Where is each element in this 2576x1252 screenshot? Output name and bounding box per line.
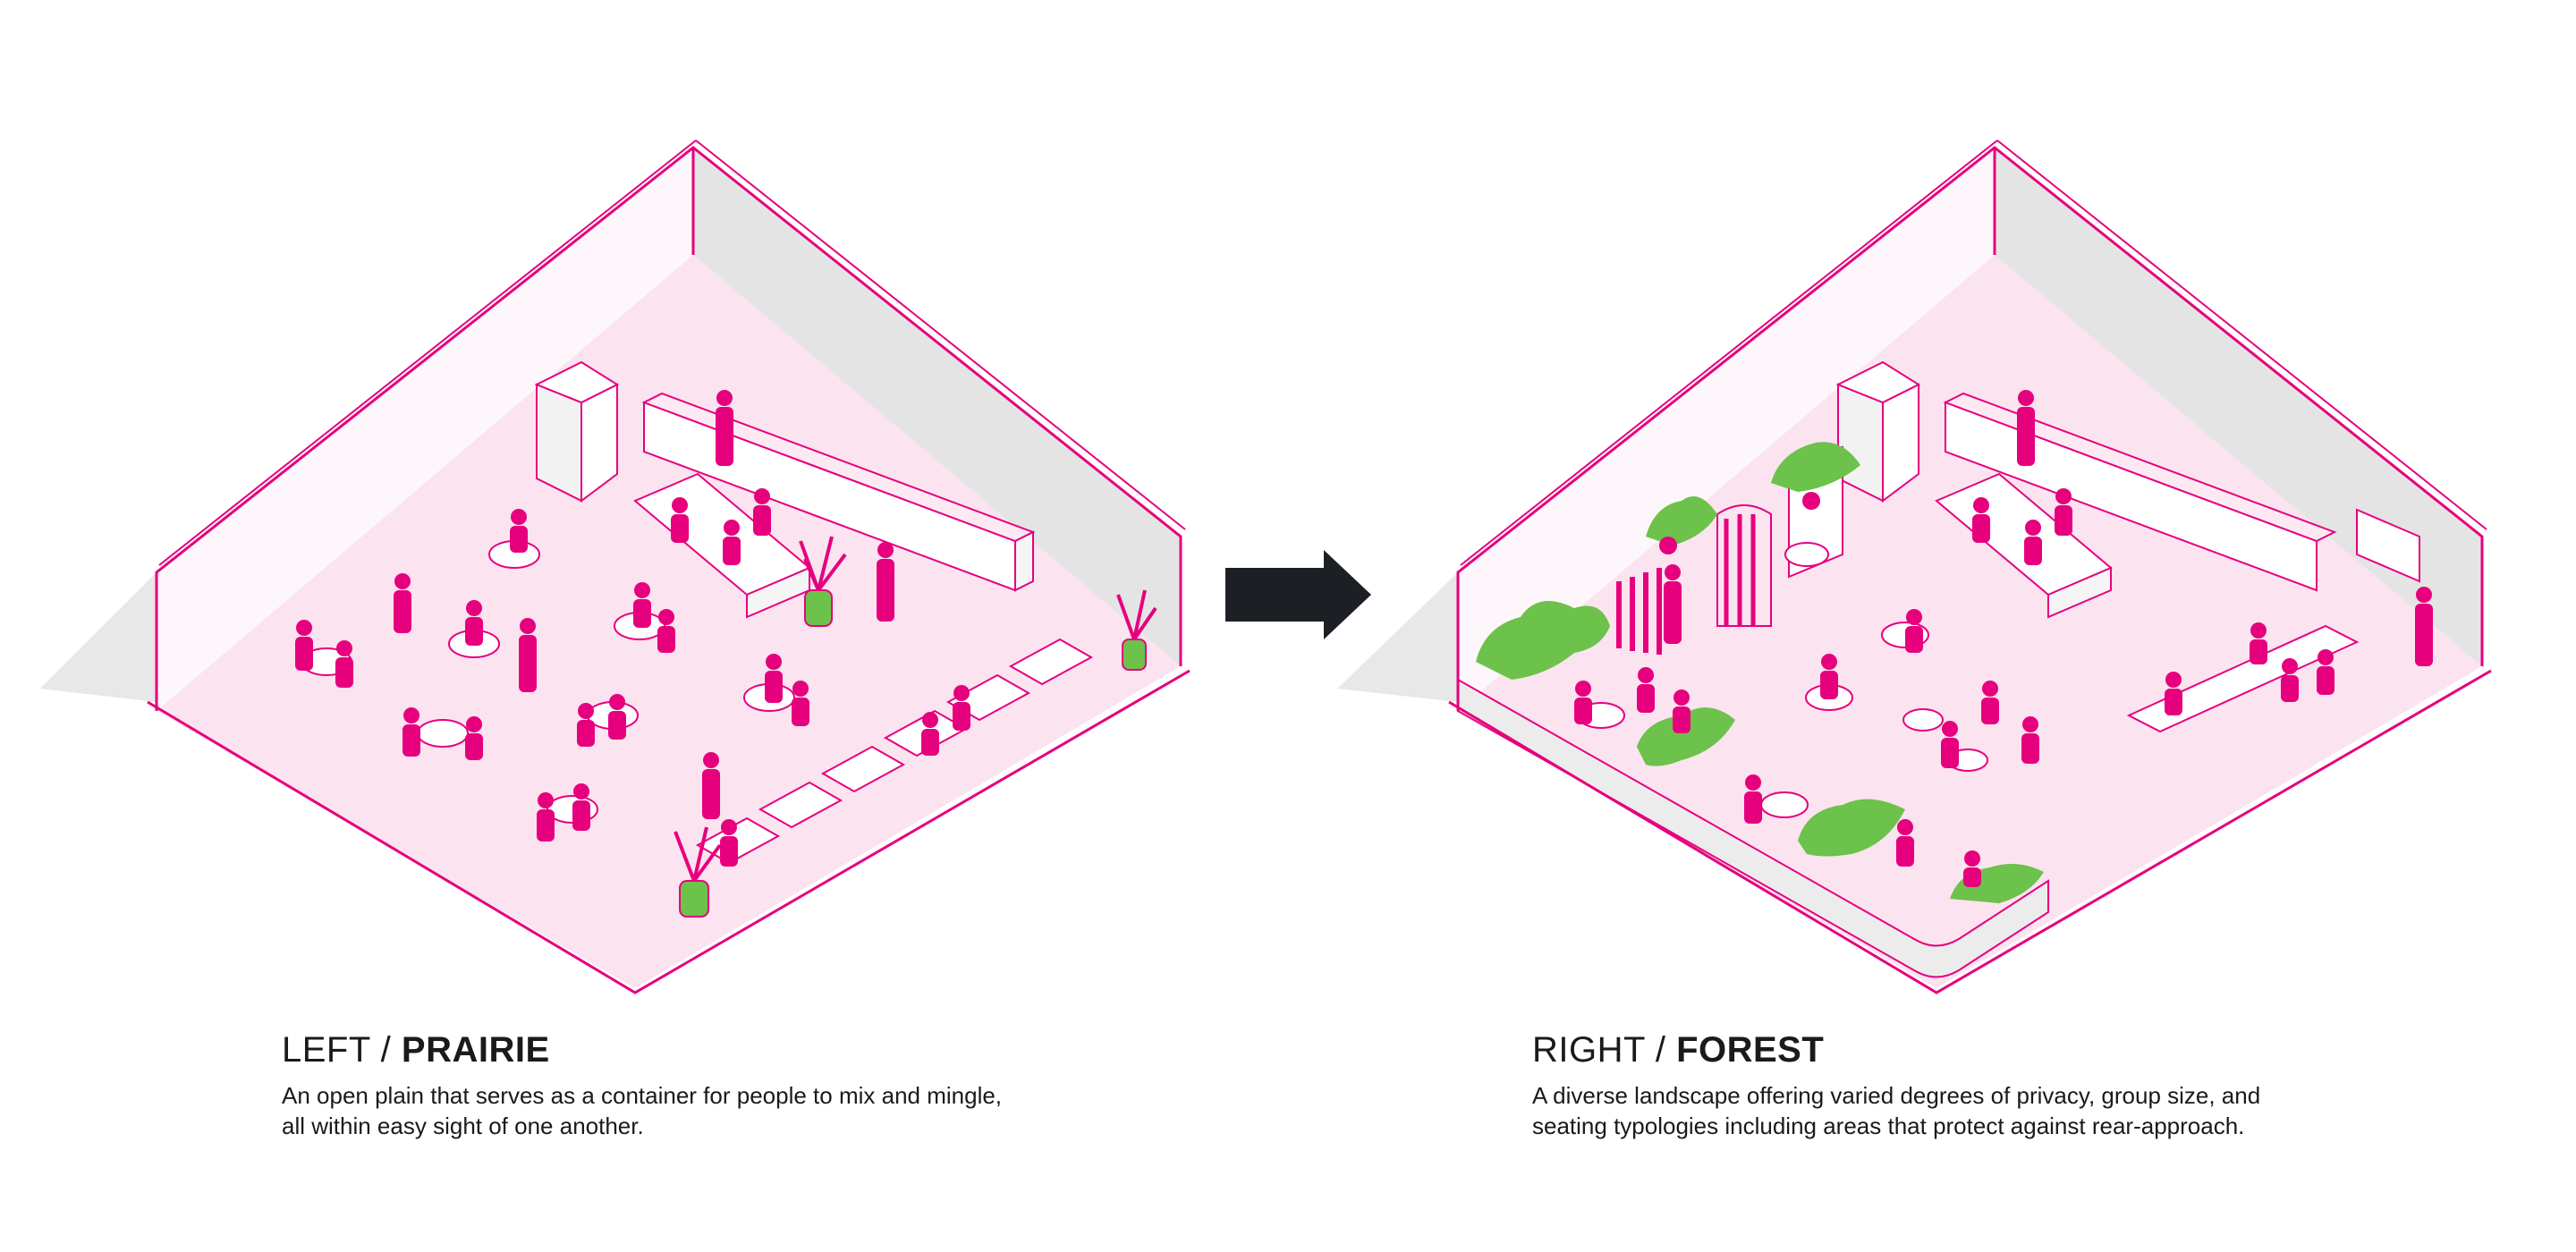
forest-title-prefix: RIGHT /: [1532, 1030, 1677, 1070]
prairie-back-wall: [693, 148, 1181, 666]
prairie-caption: LEFT / PRAIRIE An open plain that serves…: [282, 1028, 1087, 1141]
forest-title-name: FOREST: [1676, 1030, 1825, 1070]
prairie-wall-outline: [147, 140, 1191, 994]
prairie-kitchen: [534, 360, 1036, 592]
prairie-title-name: PRAIRIE: [401, 1030, 550, 1070]
forest-description-line-2: seating typologies including areas that …: [1532, 1112, 2245, 1139]
prairie-description: An open plain that serves as a container…: [282, 1080, 1087, 1141]
forest-caption: RIGHT / FOREST A diverse landscape offer…: [1532, 1028, 2337, 1141]
prairie-shadow: [40, 572, 157, 702]
prairie-description-line-1: An open plain that serves as a container…: [282, 1082, 1003, 1109]
prairie-title: LEFT / PRAIRIE: [282, 1028, 1087, 1071]
forest-description: A diverse landscape offering varied degr…: [1532, 1080, 2337, 1141]
prairie-description-line-2: all within easy sight of one another.: [282, 1112, 644, 1139]
prairie-title-prefix: LEFT /: [282, 1030, 402, 1070]
prairie-plants: [674, 536, 1157, 918]
forest-description-line-1: A diverse landscape offering varied degr…: [1532, 1082, 2261, 1109]
prairie-booths: [695, 638, 1094, 865]
forest-title: RIGHT / FOREST: [1532, 1028, 2337, 1071]
prairie-people: [295, 390, 970, 867]
prairie-left-wall: [157, 148, 693, 711]
